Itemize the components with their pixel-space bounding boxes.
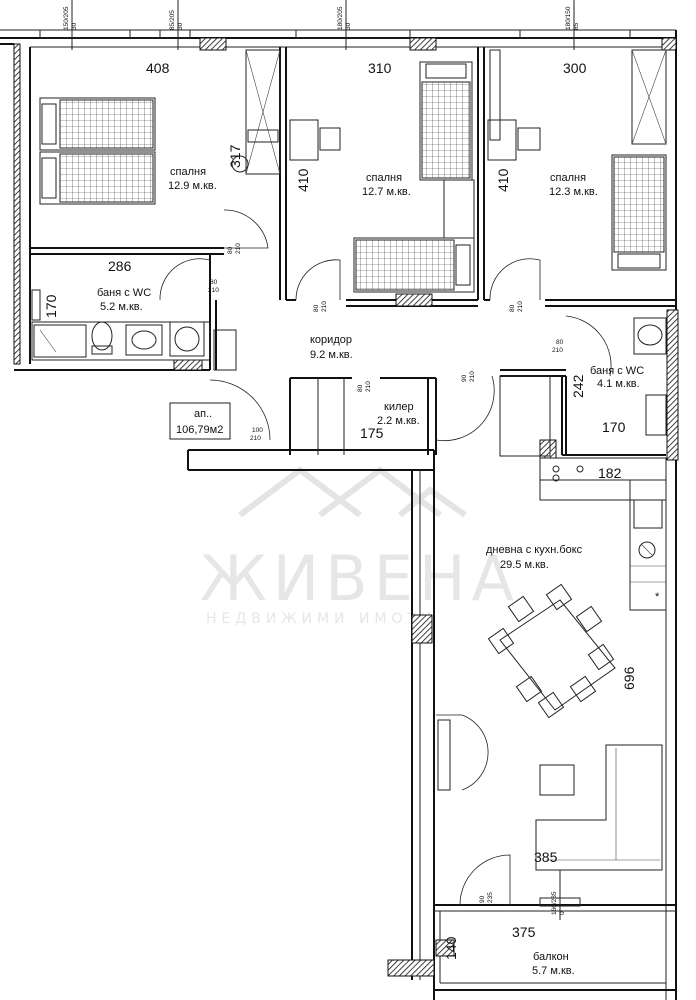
- svg-text:80: 80: [313, 304, 320, 312]
- svg-text:150/205: 150/205: [63, 6, 70, 30]
- svg-text:80: 80: [509, 304, 516, 312]
- svg-text:30: 30: [177, 22, 184, 30]
- room-name-bedroom1: спалня: [170, 166, 206, 178]
- svg-text:100: 100: [252, 427, 263, 434]
- svg-text:85/205: 85/205: [169, 10, 176, 30]
- room-area-bedroom2: 12.7 м.кв.: [362, 186, 411, 198]
- svg-text:210: 210: [365, 381, 372, 392]
- window-labels: 150/205 30 85/205 30 180/205 30 180/150 …: [63, 6, 580, 915]
- watermark: ЖИВЕНА НЕДВИЖИМИ ИМОТИ: [200, 466, 520, 627]
- dimension-182: 182: [598, 465, 622, 481]
- svg-text:210: 210: [517, 301, 524, 312]
- dining-table: [487, 583, 616, 719]
- svg-text:30: 30: [345, 22, 352, 30]
- apartment-label: ап..: [194, 408, 212, 420]
- apartment-total: ап.. 106,79м2: [169, 402, 231, 440]
- bedroom1-furniture: [39, 49, 281, 205]
- svg-text:235: 235: [487, 892, 494, 903]
- dimension-286: 286: [108, 258, 132, 274]
- dimension-170-bath1: 170: [43, 294, 59, 318]
- living-furniture: [437, 719, 663, 871]
- room-area-balcony: 5.7 м.кв.: [532, 965, 575, 977]
- room-name-corridor: коридор: [310, 334, 352, 346]
- kitchen-fixtures: *: [539, 457, 667, 611]
- door-labels: 80 210 80 210 80 210 80 210 80 210 90 21…: [208, 243, 564, 903]
- svg-text:80: 80: [556, 339, 564, 346]
- dimension-310: 310: [368, 60, 392, 76]
- dimension-300: 300: [563, 60, 587, 76]
- svg-text:80: 80: [357, 384, 364, 392]
- sink-icon: [637, 324, 663, 346]
- bedroom3-furniture: [487, 49, 667, 271]
- room-name-living: дневна с кухн.бокс: [486, 544, 583, 556]
- room-name-bedroom3: спалня: [550, 172, 586, 184]
- sofa-icon: [535, 744, 663, 871]
- svg-text:80: 80: [227, 246, 234, 254]
- watermark-tagline: НЕДВИЖИМИ ИМОТИ: [206, 611, 437, 627]
- tv-icon: [437, 719, 451, 791]
- room-name-bath2: баня с WC: [590, 365, 644, 377]
- dimension-242: 242: [570, 374, 586, 398]
- svg-text:180/205: 180/205: [337, 6, 344, 30]
- apartment-area: 106,79м2: [176, 424, 223, 436]
- svg-text:90: 90: [461, 374, 468, 382]
- svg-text:210: 210: [552, 347, 563, 354]
- svg-text:210: 210: [250, 435, 261, 442]
- room-name-bath1: баня с WC: [97, 287, 151, 299]
- svg-text:180/150: 180/150: [565, 6, 572, 30]
- dimension-408: 408: [146, 60, 170, 76]
- room-area-corridor: 9.2 м.кв.: [310, 349, 353, 361]
- dimension-140: 140: [443, 936, 459, 960]
- svg-text:210: 210: [321, 301, 328, 312]
- svg-text:*: *: [655, 591, 660, 603]
- dimension-170-bath2: 170: [602, 419, 626, 435]
- watermark-brand: ЖИВЕНА: [200, 542, 520, 615]
- room-area-living: 29.5 м.кв.: [500, 559, 549, 571]
- dimension-410-left: 410: [295, 168, 311, 192]
- svg-text:210: 210: [235, 243, 242, 254]
- svg-text:90: 90: [479, 895, 486, 903]
- toilet-icon: [91, 321, 113, 351]
- svg-text:160/235: 160/235: [551, 891, 558, 915]
- house-roof-icon: [238, 466, 467, 518]
- dimension-385: 385: [534, 849, 558, 865]
- hatched-pillars: [199, 37, 677, 977]
- sink-icon: [125, 324, 163, 356]
- svg-text:85: 85: [573, 22, 580, 30]
- svg-text:80: 80: [210, 279, 218, 286]
- svg-text:210: 210: [208, 287, 219, 294]
- room-name-storage: килер: [384, 401, 414, 413]
- bedroom2-furniture: [289, 61, 475, 293]
- svg-text:0: 0: [559, 911, 566, 915]
- dimension-410-right: 410: [495, 168, 511, 192]
- windows: [39, 0, 631, 920]
- bath1-fixtures: [31, 289, 211, 361]
- dimension-375: 375: [512, 924, 536, 940]
- dimension-317: 317: [227, 144, 243, 168]
- room-area-bath2: 4.1 м.кв.: [597, 378, 640, 390]
- room-name-bedroom2: спалня: [366, 172, 402, 184]
- svg-text:210: 210: [469, 371, 476, 382]
- room-area-storage: 2.2 м.кв.: [377, 415, 420, 427]
- dimension-labels: 408 310 300 317 410 410 286 170 242 170 …: [43, 60, 637, 960]
- dimension-696: 696: [621, 666, 637, 690]
- room-area-bath1: 5.2 м.кв.: [100, 301, 143, 313]
- dimension-175: 175: [360, 425, 384, 441]
- room-area-bedroom3: 12.3 м.кв.: [549, 186, 598, 198]
- bath2-fixtures: [499, 317, 667, 457]
- svg-text:30: 30: [71, 22, 78, 30]
- doors: [159, 209, 612, 906]
- room-area-bedroom1: 12.9 м.кв.: [168, 180, 217, 192]
- room-labels: спалня 12.9 м.кв. спалня 12.7 м.кв. спал…: [97, 166, 644, 977]
- room-name-balcony: балкон: [533, 951, 569, 963]
